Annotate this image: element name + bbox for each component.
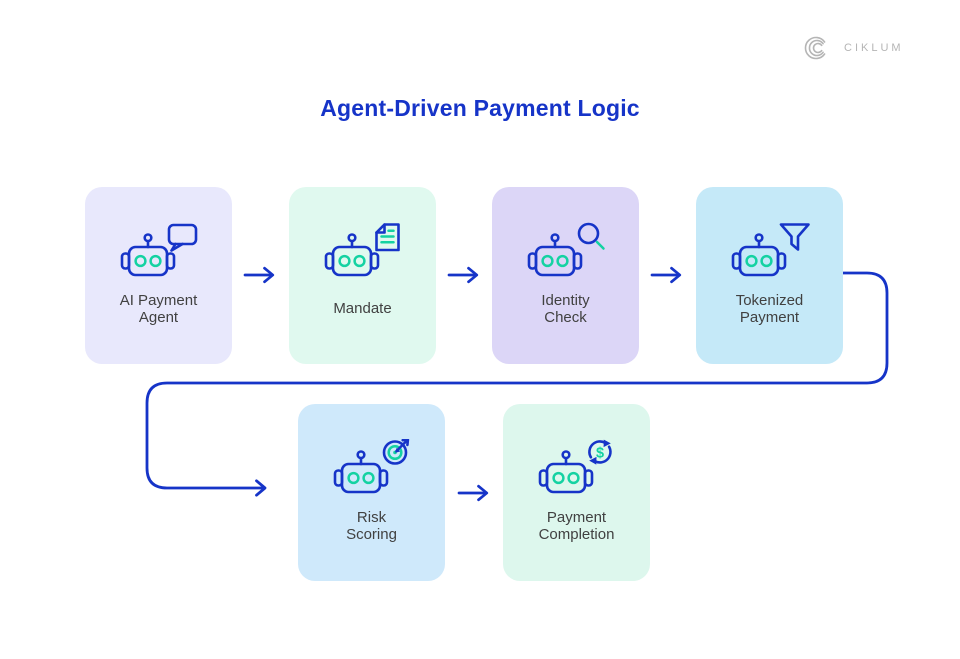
ciklum-logo-mark-icon xyxy=(804,36,826,60)
flow-arrow-icon xyxy=(243,266,275,284)
flow-arrow-icon xyxy=(447,266,479,284)
step-label: Mandate xyxy=(333,300,392,318)
step-card-1: AI Payment Agent xyxy=(85,187,232,364)
ciklum-logo-text: CIKLUM xyxy=(844,42,904,54)
step-label: Payment Completion xyxy=(538,508,615,544)
step-card-6: Payment Completion xyxy=(503,404,650,581)
step-label: AI Payment Agent xyxy=(119,291,198,327)
flow-arrow-icon xyxy=(457,484,489,502)
step-card-2: Mandate xyxy=(289,187,436,364)
ciklum-logo: CIKLUM xyxy=(804,36,904,60)
robot-magnifier-icon xyxy=(526,222,606,288)
step-card-4: Tokenized Payment xyxy=(696,187,843,364)
step-card-3: Identity Check xyxy=(492,187,639,364)
step-label: Risk Scoring xyxy=(346,508,397,544)
step-card-5: Risk Scoring xyxy=(298,404,445,581)
flow-arrow-icon xyxy=(650,266,682,284)
robot-target-icon xyxy=(332,439,412,505)
robot-document-icon xyxy=(323,222,403,288)
robot-speech-bubble-icon xyxy=(119,222,199,288)
page-title: Agent-Driven Payment Logic xyxy=(320,95,640,121)
step-label: Identity Check xyxy=(541,291,590,327)
robot-dollar-refresh-icon xyxy=(537,439,617,505)
robot-funnel-icon xyxy=(730,222,810,288)
step-label: Tokenized Payment xyxy=(735,291,804,327)
